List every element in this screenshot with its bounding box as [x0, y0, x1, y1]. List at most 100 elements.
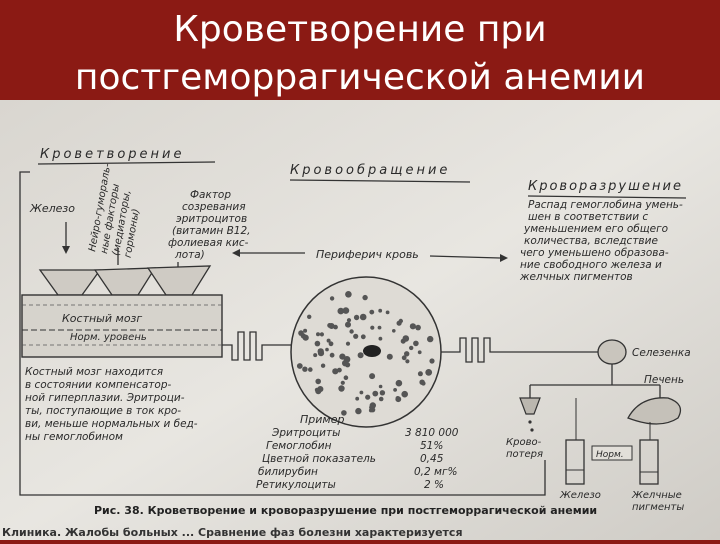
heading-underline-1	[37, 161, 216, 165]
reticulocyte-dark-cell	[363, 345, 381, 357]
erythrocyte-dot	[343, 375, 349, 381]
svg-text:Распад гемоглобина умень-: Распад гемоглобина умень-	[528, 199, 683, 211]
erythrocyte-dot	[314, 340, 321, 347]
erythrocyte-dot	[377, 325, 382, 330]
erythrocyte-dot	[317, 348, 324, 355]
erythrocyte-dot	[340, 380, 345, 385]
erythrocyte-dot	[338, 385, 345, 392]
heading-underline-2	[289, 179, 471, 183]
erythrocyte-dot	[370, 325, 375, 330]
erythrocyte-dot	[302, 366, 308, 372]
erythrocyte-dot	[365, 394, 371, 400]
iron-arrow-head	[62, 246, 70, 254]
erythrocyte-dot	[346, 318, 352, 323]
outer-border	[19, 171, 546, 496]
erythrocyte-dot	[425, 369, 433, 376]
svg-text:ние свободного железа и: ние свободного железа и	[520, 259, 662, 271]
erythrocyte-dot	[378, 308, 383, 313]
erythrocyte-dot	[307, 314, 312, 319]
example-name: Цветной показатель	[262, 453, 376, 465]
example-name: Ретикулоциты	[256, 479, 336, 491]
example-title: Пример	[300, 413, 344, 426]
circulation-outflow-tube	[441, 337, 605, 363]
erythrocyte-dot	[413, 340, 419, 347]
norm-box	[591, 445, 633, 461]
erythrocyte-dot	[329, 352, 335, 358]
blood-loss-drip	[519, 397, 541, 415]
peripheral-blood-label: Периферич кровь	[316, 248, 419, 261]
example-value: 0,45	[420, 453, 444, 465]
erythrocyte-dot	[308, 367, 313, 372]
erythrocyte-dot	[385, 310, 390, 315]
svg-text:фолиевая кис-: фолиевая кис-	[168, 237, 249, 249]
erythrocyte-dot	[359, 313, 367, 321]
erythrocyte-dot	[417, 371, 423, 377]
spleen-label: Селезенка	[632, 347, 691, 359]
bile-tube	[639, 439, 659, 485]
norm-level-label: Норм. уровень	[70, 332, 147, 343]
svg-text:созревания: созревания	[182, 201, 246, 213]
svg-text:в состоянии компенсатор-: в состоянии компенсатор-	[25, 379, 171, 391]
example-value: 3 810 000	[405, 427, 459, 439]
svg-text:желчных пигментов: желчных пигментов	[519, 271, 633, 283]
erythrocyte-dot	[369, 373, 376, 380]
slide-title: Кроветворение при постгеморрагической ан…	[0, 0, 720, 100]
erythrocyte-dot	[316, 332, 320, 337]
svg-text:количества, вследствие: количества, вследствие	[524, 235, 658, 247]
erythrocyte-dot	[342, 360, 349, 367]
erythrocyte-dot	[303, 328, 308, 333]
liver-label: Печень	[644, 374, 684, 386]
figure-caption: Рис. 38. Кроветворение и кроворазрушение…	[94, 504, 597, 517]
svg-text:эритроцитов: эритроцитов	[176, 213, 247, 225]
erythrocyte-dot	[409, 345, 414, 351]
erythrocyte-dot	[378, 336, 383, 341]
svg-text:ви, меньше нормальных и бед-: ви, меньше нормальных и бед-	[25, 418, 198, 430]
erythrocyte-dot	[429, 358, 435, 364]
example-value: 51%	[420, 440, 443, 452]
erythrocyte-dot	[369, 402, 376, 409]
svg-text:ты, поступающие в ток кро-: ты, поступающие в ток кро-	[25, 405, 181, 417]
svg-text:(витамин B12,: (витамин B12,	[172, 225, 251, 237]
example-value: 0,2 мг%	[414, 466, 457, 478]
erythrocyte-dot	[339, 353, 346, 360]
clinic-text: Клиника. Жалобы больных ... Сравнение фа…	[2, 526, 463, 539]
spleen-shape	[597, 339, 627, 365]
erythrocyte-dot	[402, 335, 410, 342]
erythrocyte-dot	[328, 341, 334, 347]
iron-tube	[565, 439, 585, 485]
erythrocyte-dot	[345, 341, 351, 346]
erythrocyte-dot	[296, 363, 303, 369]
liver-shape	[627, 397, 682, 425]
erythrocyte-dot	[353, 333, 359, 339]
erythrocyte-dot	[401, 390, 409, 398]
erythrocyte-dot	[349, 329, 354, 334]
erythrocyte-dot	[379, 390, 386, 396]
erythrocyte-dot	[337, 307, 345, 315]
example-value: 2 %	[424, 479, 444, 491]
erythrocyte-dot	[417, 350, 422, 355]
marrow-outflow-tube	[222, 331, 292, 361]
erythrocyte-dot	[355, 407, 362, 415]
svg-text:Фактор: Фактор	[190, 189, 231, 201]
svg-text:ной гиперплазии. Эритроци-: ной гиперплазии. Эритроци-	[25, 392, 185, 404]
erythrocyte-dot	[392, 329, 396, 333]
neuro-factors-label: Нейро-гумораль- ные факторы (медиаторы, …	[87, 162, 142, 259]
erythrocyte-dot	[409, 323, 416, 330]
erythrocyte-dot	[327, 323, 332, 328]
erythrocyte-dot	[313, 353, 318, 358]
erythrocyte-dot	[378, 396, 384, 402]
erythrocyte-dot	[342, 307, 350, 314]
blood-loss-label: потеря	[506, 449, 543, 460]
title-line-2: постгеморрагической анемии	[74, 57, 646, 98]
marrow-description: Костный мозг находится в состоянии компе…	[25, 366, 198, 443]
heading-underline-3	[527, 195, 687, 199]
svg-text:Костный мозг находится: Костный мозг находится	[25, 366, 163, 378]
erythrocyte-dot	[421, 381, 426, 386]
erythrocyte-dot	[320, 363, 326, 368]
erythrocyte-dot	[353, 314, 360, 321]
marrow-funnels	[38, 265, 212, 296]
erythrocyte-dot	[372, 390, 379, 397]
erythrocyte-dot	[325, 347, 329, 352]
erythrocyte-dot	[360, 334, 366, 340]
svg-text:чего уменьшено образова-: чего уменьшено образова-	[520, 247, 669, 259]
